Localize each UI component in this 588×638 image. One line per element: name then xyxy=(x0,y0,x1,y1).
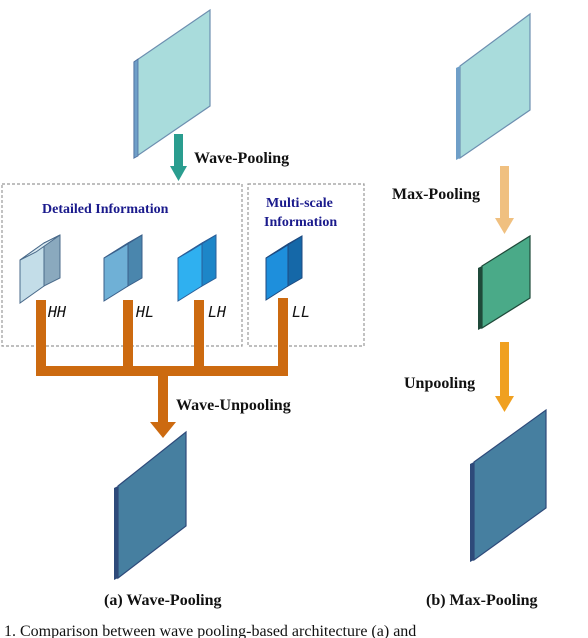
band-label-ll: LL xyxy=(292,303,310,321)
output-feature-map-a xyxy=(114,430,187,580)
unpooling-connector xyxy=(36,298,288,438)
wave-pooling-label: Wave-Pooling xyxy=(194,150,289,167)
max-pooling-label: Max-Pooling xyxy=(392,186,480,203)
band-label-hh: HH xyxy=(47,303,67,321)
multiscale-label-1: Multi-scale xyxy=(266,196,333,211)
hh-block xyxy=(19,234,61,304)
unpooling-label: Unpooling xyxy=(404,375,475,392)
band-label-hl: HL xyxy=(135,303,154,321)
multiscale-label-2: Information xyxy=(264,215,337,230)
figure-caption-text: 1. Comparison between wave pooling-based… xyxy=(4,623,416,638)
ll-block xyxy=(265,235,303,301)
detailed-info-box xyxy=(1,183,243,347)
input-feature-map-b xyxy=(456,12,531,160)
caption-a: (a) Wave-Pooling xyxy=(104,592,221,609)
output-feature-map-b xyxy=(470,408,547,562)
input-feature-map xyxy=(133,8,211,160)
multiscale-info-box xyxy=(247,183,365,347)
lh-block xyxy=(177,234,217,302)
band-label-lh: LH xyxy=(208,303,227,321)
hl-block xyxy=(103,234,143,302)
max-pooling-arrow xyxy=(495,166,514,234)
unpooling-arrow xyxy=(495,342,514,412)
wave-pooling-arrow xyxy=(170,134,187,181)
pooled-feature-map xyxy=(478,234,531,330)
wave-unpooling-label: Wave-Unpooling xyxy=(176,397,291,414)
detailed-info-label: Detailed Information xyxy=(42,202,169,217)
caption-b: (b) Max-Pooling xyxy=(426,592,538,609)
